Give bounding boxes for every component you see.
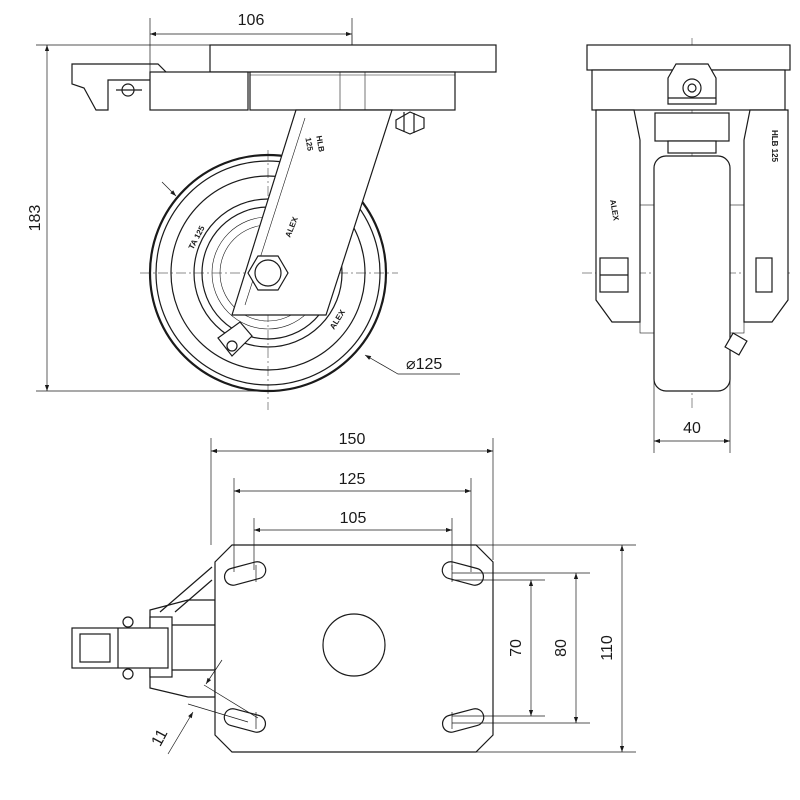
wheel-end (639, 155, 745, 392)
dimension-80-label: 80 (553, 639, 570, 657)
dimension-70: 70 (452, 579, 545, 717)
brake-pedal-end (667, 63, 717, 105)
brake-shoe-side (217, 321, 253, 357)
dimension-105: 105 (253, 510, 453, 570)
mounting-plate-plan (214, 544, 494, 753)
side-model-text: HLB 125 (770, 130, 779, 163)
hub-label-text: TA 125 (187, 224, 207, 251)
dimension-80: 80 (452, 572, 590, 724)
fork-size-text: 125 (303, 137, 314, 152)
dimension-11-label: 11 (149, 726, 172, 749)
dimension-110: 110 (476, 544, 636, 753)
grease-nipple-side (395, 111, 425, 135)
dimension-106: 106 (149, 12, 353, 110)
brake-shoe-end (724, 332, 748, 356)
brake-lever-side (71, 63, 249, 111)
dimension-125: 125 (233, 471, 472, 572)
slot-top-left (223, 561, 267, 586)
slot-bottom-right (441, 708, 485, 733)
plan-view: 150 125 105 70 80 (71, 431, 636, 755)
end-elevation-view: ALEX HLB 125 40 (582, 38, 791, 453)
dimension-110-label: 110 (599, 635, 616, 661)
side-elevation-view: HLB 125 ALEX TA 125 ALEX 106 183 ⌀125 (27, 12, 497, 410)
dimension-40-label: 40 (683, 420, 701, 437)
dimension-183: 183 (27, 44, 268, 392)
swivel-head-side (209, 44, 497, 111)
dimension-183-label: 183 (27, 205, 44, 232)
dimension-105-label: 105 (340, 510, 367, 527)
dimension-125-label: 125 (339, 471, 366, 488)
axle-nut-side (247, 255, 289, 291)
dimension-106-label: 106 (238, 12, 265, 29)
dimension-150-label: 150 (339, 431, 366, 448)
dimension-diameter-125: ⌀125 (161, 181, 460, 375)
side-brand-text: ALEX (608, 199, 621, 222)
axle-end (599, 257, 773, 293)
fork-markings: HLB 125 (303, 135, 326, 153)
dimension-70-label: 70 (508, 639, 525, 657)
fork-model-text: HLB (314, 135, 326, 153)
king-pin-housing-end (654, 112, 730, 154)
dimension-11: 11 (149, 659, 259, 755)
brake-pedal-plan (71, 616, 169, 680)
dimension-40: 40 (653, 380, 731, 453)
dimension-150: 150 (210, 431, 494, 560)
dimension-diameter-label: ⌀125 (406, 356, 442, 373)
